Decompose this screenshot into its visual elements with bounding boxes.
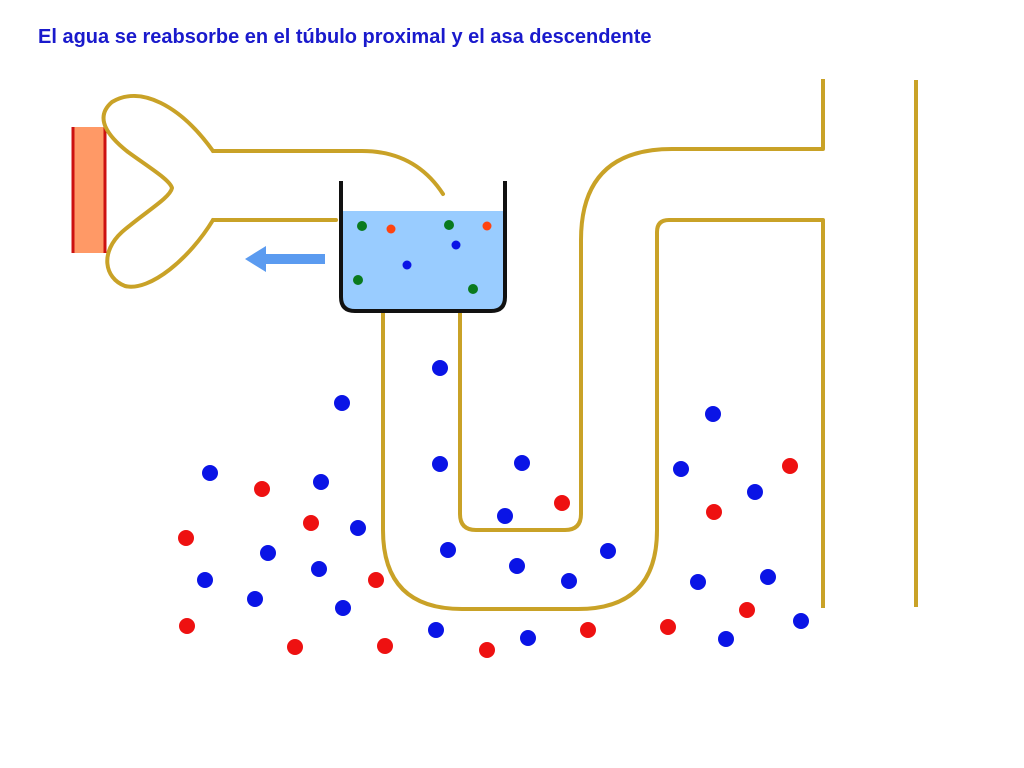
particle-red [782,458,798,474]
particle-blue [260,545,276,561]
particle-red [706,504,722,520]
particle-blue [202,465,218,481]
arrow-left-icon [245,246,325,272]
particle-red [580,622,596,638]
particle-blue [600,543,616,559]
particle-blue [747,484,763,500]
interstitial-particles [178,360,809,658]
particle-red [479,642,495,658]
particle-red [303,515,319,531]
slide-title: El agua se reabsorbe en el túbulo proxim… [38,26,652,48]
loop-of-henle-inner-wall [458,79,825,532]
particle-blue [451,240,461,250]
container-outline [339,181,507,313]
particle-blue [718,631,734,647]
capillary-body [73,127,105,253]
particle-blue [247,591,263,607]
particle-red [287,639,303,655]
filtrate-particles [353,220,492,294]
particle-red [179,618,195,634]
particle-blue [313,474,329,490]
particle-blue [497,508,513,524]
particle-blue [793,613,809,629]
particle-blue [673,461,689,477]
particle-red [377,638,393,654]
particle-orange [386,224,396,234]
particle-blue [509,558,525,574]
particle-blue [561,573,577,589]
particle-green [357,221,367,231]
particle-blue [520,630,536,646]
particle-red [178,530,194,546]
particle-blue [350,520,366,536]
bowman-capsule [101,94,215,289]
particle-green [444,220,454,230]
particle-red [739,602,755,618]
proximal-tubule-upper-wall [211,149,445,196]
particle-orange [482,221,492,231]
particle-blue [705,406,721,422]
particle-blue [514,455,530,471]
particle-blue [197,572,213,588]
particle-blue [311,561,327,577]
particle-blue [690,574,706,590]
particle-blue [432,456,448,472]
particle-blue [760,569,776,585]
loop-of-henle-outer-wall [381,218,825,611]
particle-blue [334,395,350,411]
particle-blue [402,260,412,270]
particle-red [254,481,270,497]
particle-blue [432,360,448,376]
particle-blue [440,542,456,558]
particle-blue [428,622,444,638]
capillary [71,127,107,253]
filtrate-container [339,181,507,313]
particle-blue [335,600,351,616]
filtrate-fluid [341,211,505,311]
particle-green [468,284,478,294]
particle-red [554,495,570,511]
particle-red [660,619,676,635]
particle-green [353,275,363,285]
particle-red [368,572,384,588]
